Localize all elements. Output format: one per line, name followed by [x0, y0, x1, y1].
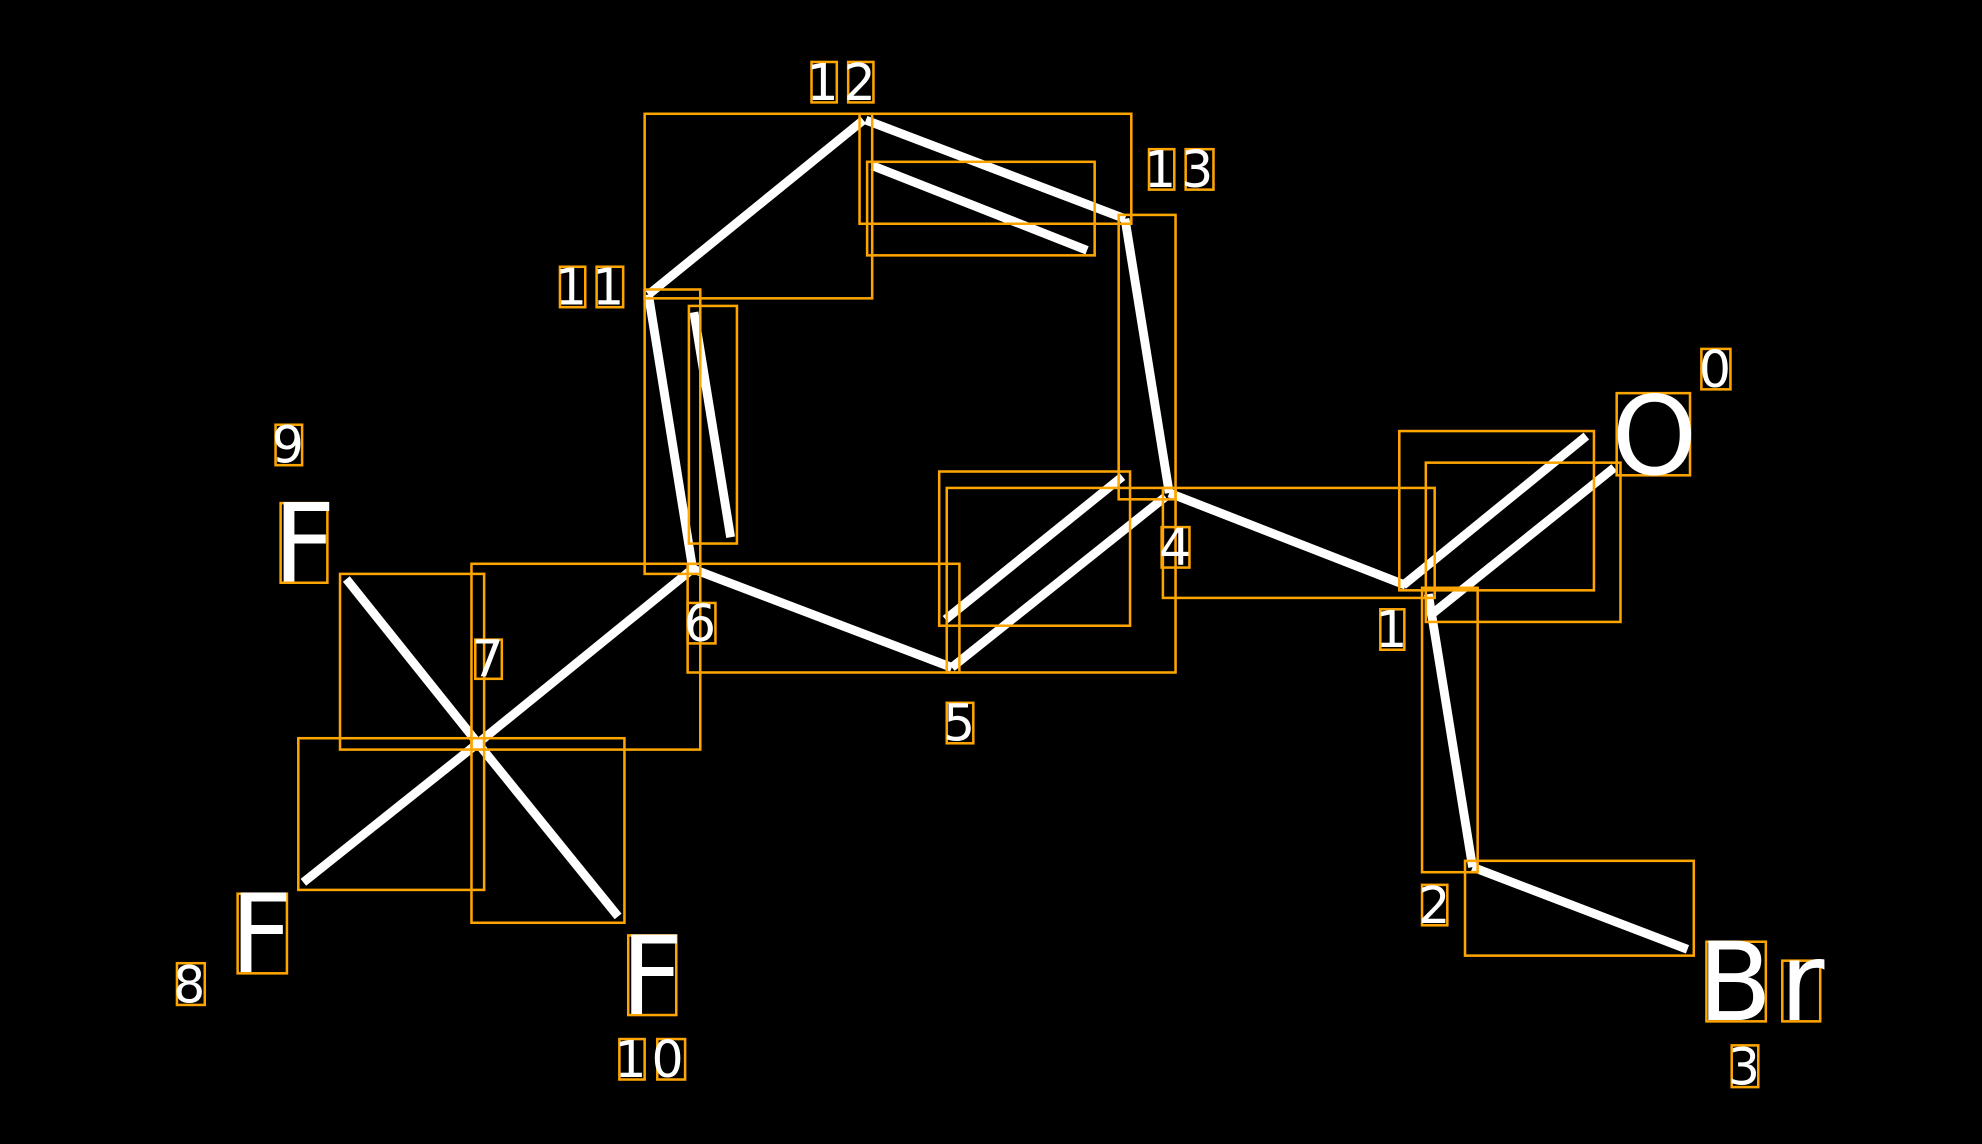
- bbox-index-13-a: [1147, 147, 1176, 191]
- bond-7-8: [300, 739, 481, 886]
- bbox-index-13-b: [1184, 147, 1215, 191]
- bbox-index-8: [175, 961, 207, 1007]
- bbox-bond-12-13: [858, 112, 1133, 226]
- atom-index-2: 2: [1418, 876, 1455, 935]
- bbox-atom-0: [1615, 391, 1692, 477]
- bbox-bond-7-10: [470, 736, 626, 925]
- bbox-index-11-a: [558, 265, 587, 309]
- atom-index-13: 13: [1144, 140, 1218, 199]
- atom-index-4: 4: [1159, 518, 1196, 577]
- atom-index-10: 10: [614, 1030, 688, 1089]
- atom-label-F-10: F: [621, 913, 684, 1040]
- bbox-index-2: [1420, 883, 1449, 927]
- bond-1-2: [1423, 593, 1477, 868]
- bbox-atom-9: [279, 501, 329, 585]
- bond-12-13: [864, 115, 1127, 223]
- bonds: [300, 115, 1690, 954]
- bbox-index-1: [1379, 608, 1406, 652]
- bbox-atom-10: [626, 934, 678, 1017]
- bbox-bond-5-4: [945, 486, 1177, 674]
- bbox-index-0: [1700, 347, 1732, 391]
- atom-index-7: 7: [471, 629, 508, 688]
- bond-11-12: [645, 116, 867, 298]
- bbox-bond-1-0: [1398, 429, 1596, 592]
- atom-label-F-9: F: [273, 480, 336, 607]
- atom-labels: O F F F Br: [230, 373, 1832, 1046]
- bbox-bond-7-9: [338, 572, 486, 751]
- bbox-bond-7-8: [297, 736, 486, 892]
- atom-label-O: O: [1612, 373, 1698, 500]
- atom-index-3: 3: [1728, 1038, 1765, 1097]
- bond-11-6: [644, 293, 698, 570]
- bbox-index-6: [686, 601, 717, 645]
- bond-6-7: [475, 565, 696, 747]
- bbox-index-4: [1160, 525, 1191, 569]
- bbox-bond-11-12: [643, 112, 874, 300]
- bond-13-4: [1120, 217, 1174, 494]
- bbox-index-12-a: [810, 60, 839, 104]
- bbox-atom-8: [236, 892, 289, 975]
- atom-index-1: 1: [1375, 600, 1412, 659]
- bbox-index-5: [945, 701, 975, 745]
- atom-index-12: 12: [806, 53, 880, 112]
- atom-index-11: 11: [555, 258, 629, 317]
- bond-12-13-inner: [870, 161, 1089, 255]
- bbox-bond-2-3: [1463, 859, 1696, 957]
- bbox-bond-1-0-second: [1424, 461, 1622, 624]
- bbox-index-12-b: [846, 60, 875, 104]
- bbox-bond-13-4: [1117, 213, 1177, 501]
- bond-2-3: [1471, 863, 1690, 954]
- bbox-atom-3-B: [1705, 940, 1768, 1023]
- atom-index-8: 8: [173, 955, 210, 1014]
- atom-index-0: 0: [1699, 340, 1736, 399]
- bbox-bond-11-6: [643, 288, 702, 576]
- bbox-bond-6-7: [470, 562, 702, 751]
- atom-label-Br: Br: [1698, 919, 1832, 1046]
- bbox-bond-1-2: [1420, 586, 1479, 874]
- bbox-index-7: [474, 638, 504, 681]
- bbox-index-10-a: [618, 1037, 646, 1081]
- bond-6-5: [691, 564, 954, 672]
- atom-index-9: 9: [272, 416, 309, 475]
- bbox-bond-5-4-inner: [937, 470, 1132, 627]
- bond-7-9: [342, 576, 482, 747]
- bbox-atom-3-r: [1781, 959, 1822, 1023]
- bbox-bond-12-13-inner: [865, 160, 1096, 257]
- bond-1-0-second: [1425, 464, 1617, 621]
- bbox-index-9: [274, 423, 304, 467]
- atom-label-F-8: F: [230, 871, 293, 998]
- bbox-index-11-b: [595, 265, 625, 309]
- bond-bounding-boxes: [297, 112, 1696, 957]
- atom-indices: 0 1 2 3 4 5 6 7 8 9 10 11 12 13: [173, 53, 1765, 1097]
- bond-4-1: [1167, 488, 1408, 590]
- bbox-bond-4-1: [1161, 486, 1436, 600]
- bbox-bond-11-6-inner: [687, 304, 739, 545]
- bbox-index-3: [1730, 1044, 1760, 1089]
- bond-7-10: [474, 740, 622, 920]
- atom-index-5: 5: [943, 694, 980, 753]
- bbox-index-10-b: [656, 1037, 687, 1081]
- atom-index-6: 6: [684, 594, 721, 653]
- bond-5-4-inner: [942, 473, 1126, 623]
